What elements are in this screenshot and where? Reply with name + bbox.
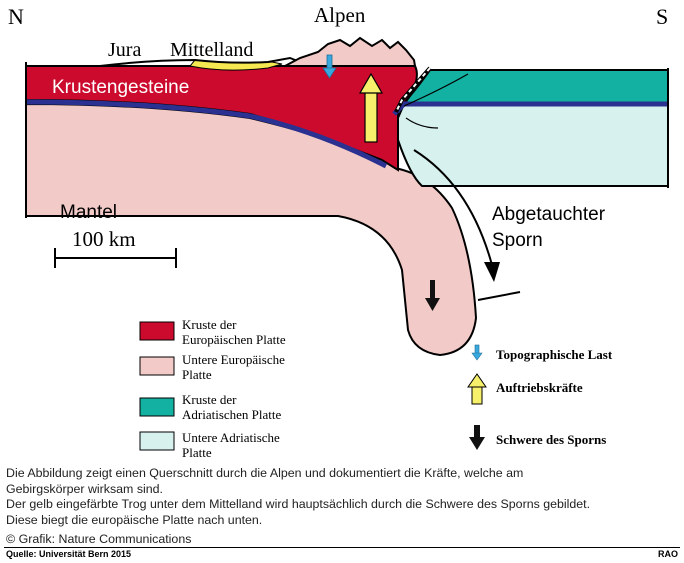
- figure-caption: Die Abbildung zeigt einen Querschnitt du…: [6, 466, 682, 528]
- alps-cross-section-diagram: N S Alpen Jura Mittelland Krustengestein…: [8, 3, 669, 460]
- label-mantel: Mantel: [60, 202, 117, 223]
- topographic-load-arrow: [322, 54, 337, 79]
- thrust-line: [403, 73, 469, 107]
- legend-label: Europäischen Platte: [182, 332, 286, 347]
- legend: Kruste der Europäischen Platte Untere Eu…: [139, 317, 286, 460]
- spur-motion-arrowhead: [484, 262, 500, 282]
- label-sporn-1: Abgetauchter: [492, 204, 606, 225]
- scale-bar: [54, 248, 177, 268]
- scale-label: 100 km: [72, 227, 136, 251]
- legend-label: Untere Adriatische: [182, 430, 280, 445]
- legend-swatch-adriatic-crust: [139, 397, 175, 417]
- caption-line: Die Abbildung zeigt einen Querschnitt du…: [6, 466, 524, 480]
- thrust-line: [405, 117, 439, 129]
- spur-break-line: [477, 291, 521, 301]
- compass-north: N: [8, 4, 24, 29]
- legend-force-label: Schwere des Sporns: [496, 432, 606, 447]
- legend-spur-weight-icon: [469, 425, 485, 450]
- spur-weight-arrow: [425, 280, 440, 311]
- european-plate-boundary: [25, 99, 388, 169]
- lower-adriatic-plate: [397, 103, 669, 187]
- force-legend: Topographische Last Auftriebskräfte Schw…: [467, 344, 613, 450]
- legend-swatch-lower-adriatic-plate: [139, 431, 175, 451]
- legend-swatch-european-crust: [139, 321, 175, 341]
- legend-force-label: Topographische Last: [496, 347, 613, 362]
- label-krustengesteine: Krustengesteine: [52, 77, 189, 98]
- legend-topographic-load-icon: [471, 344, 483, 361]
- legend-force-label: Auftriebskräfte: [496, 380, 583, 395]
- label-alpen: Alpen: [314, 3, 366, 27]
- legend-buoyancy-icon: [467, 373, 487, 405]
- copyright-notice: © Grafik: Nature Communications: [6, 532, 192, 546]
- suture-line-dashes: [395, 67, 431, 113]
- legend-label: Untere Europäische: [182, 352, 285, 367]
- caption-line: Gebirgskörper wirksam sind.: [6, 481, 163, 496]
- alpine-mountains: [284, 36, 417, 67]
- caption-line: Diese biegt die europäische Platte nach …: [6, 512, 263, 527]
- label-sporn-2: Sporn: [492, 230, 543, 251]
- source-credit: Quelle: Universität Bern 2015: [6, 549, 132, 559]
- topography-line: [26, 56, 301, 67]
- legend-swatch-lower-european-plate: [139, 356, 175, 376]
- legend-label: Platte: [182, 367, 212, 382]
- agency-credit: RAO: [658, 549, 678, 559]
- legend-label: Platte: [182, 445, 212, 460]
- buoyancy-arrow: [358, 72, 384, 143]
- label-mittelland: Mittelland: [170, 39, 253, 61]
- compass-south: S: [656, 4, 668, 29]
- spur-motion-arrow: [413, 149, 493, 266]
- caption-line: Der gelb eingefärbte Trog unter dem Mitt…: [6, 497, 591, 511]
- legend-label: Kruste der: [182, 317, 237, 332]
- legend-label: Kruste der: [182, 392, 237, 407]
- footer-divider: [4, 547, 680, 548]
- legend-label: Adriatischen Platte: [182, 407, 282, 422]
- label-jura: Jura: [108, 39, 141, 61]
